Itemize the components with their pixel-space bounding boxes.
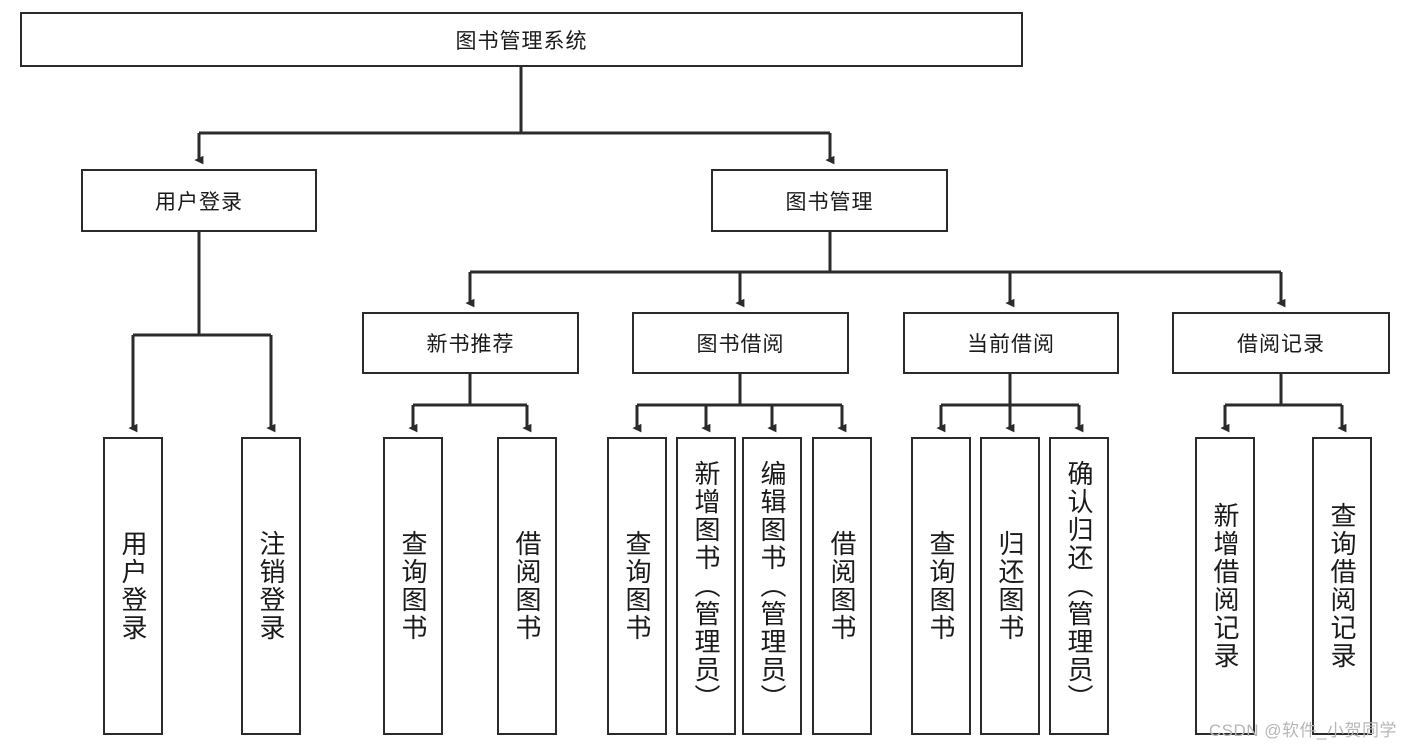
leaf-book-borrow-edit[interactable]: 编辑图书（管理员） [742,437,802,735]
leaf-borrow-record-query[interactable]: 查询借阅记录 [1312,437,1372,735]
leaf-book-borrow-query[interactable]: 查询图书 [607,437,667,735]
node-label: 归还图书 [995,530,1026,642]
node-label: 用户登录 [118,530,149,642]
leaf-new-book-query[interactable]: 查询图书 [383,437,443,735]
node-label: 查询图书 [926,530,957,642]
node-label: 注销登录 [256,530,287,642]
node-label: 当前借阅 [967,333,1055,356]
node-book-management[interactable]: 图书管理 [711,169,948,232]
node-label: 借阅图书 [827,530,858,642]
node-book-borrow[interactable]: 图书借阅 [632,312,849,374]
node-root-book-management-system[interactable]: 图书管理系统 [20,12,1023,67]
node-label: 图书管理 [785,190,874,214]
leaf-book-borrow-lend[interactable]: 借阅图书 [812,437,872,735]
leaf-user-login-signin[interactable]: 用户登录 [103,437,163,735]
leaf-book-borrow-add[interactable]: 新增图书（管理员） [676,437,736,735]
leaf-user-login-signout[interactable]: 注销登录 [241,437,301,735]
node-label: 新增图书（管理员） [691,460,722,712]
node-label: 借阅记录 [1237,333,1325,356]
node-label: 新增借阅记录 [1210,502,1241,670]
leaf-new-book-borrow[interactable]: 借阅图书 [497,437,557,735]
node-label: 编辑图书（管理员） [757,460,788,712]
node-current-borrow[interactable]: 当前借阅 [903,312,1119,374]
node-new-book-recommend[interactable]: 新书推荐 [362,312,579,374]
node-label: 查询图书 [398,530,429,642]
node-label: 用户登录 [155,190,243,214]
leaf-current-borrow-confirm-return[interactable]: 确认归还（管理员） [1049,437,1109,735]
leaf-borrow-record-add[interactable]: 新增借阅记录 [1195,437,1255,735]
leaf-current-borrow-return[interactable]: 归还图书 [980,437,1040,735]
leaf-current-borrow-query[interactable]: 查询图书 [911,437,971,735]
node-label: 新书推荐 [426,333,515,356]
node-label: 图书管理系统 [455,29,588,53]
node-user-login[interactable]: 用户登录 [81,169,317,232]
watermark: CSDN @软件_小贺同学 [1208,721,1397,740]
node-borrow-record[interactable]: 借阅记录 [1172,312,1390,374]
node-label: 图书借阅 [696,333,785,356]
node-label: 确认归还（管理员） [1064,460,1095,712]
node-label: 查询借阅记录 [1327,502,1358,670]
node-label: 查询图书 [622,530,653,642]
node-label: 借阅图书 [512,530,543,642]
